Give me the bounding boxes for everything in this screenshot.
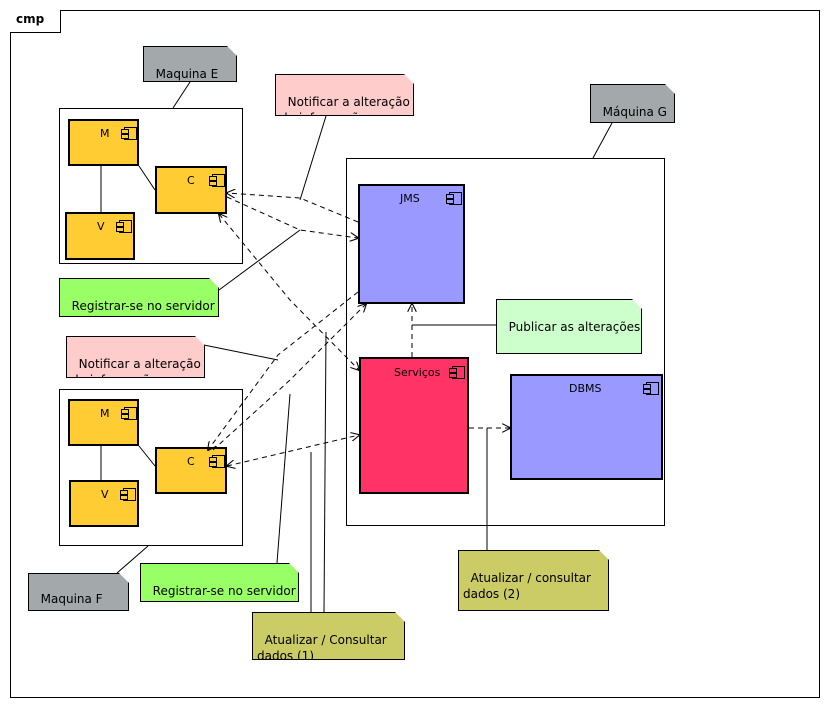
dep-jms-to-e-c: [227, 193, 359, 223]
machine-g-label[interactable]: Máquina G: [590, 84, 675, 123]
component-icon: [449, 366, 465, 379]
anchor-machine-f: [116, 545, 149, 574]
component-label: DBMS: [569, 382, 602, 395]
note-publicar[interactable]: Publicar as alterações: [496, 299, 642, 354]
machine-f-label[interactable]: Maquina F: [28, 573, 129, 611]
link-f-mc: [138, 445, 156, 467]
anchor-notificar-mid: [203, 344, 279, 361]
component-label: V: [101, 488, 109, 501]
component-icon: [121, 407, 137, 420]
component-f-m[interactable]: M: [68, 399, 139, 446]
anchor-registrar-top: [218, 229, 301, 291]
dep-e-c-to-servicos: [219, 214, 359, 370]
component-e-c[interactable]: C: [155, 166, 227, 214]
note-notificar-top[interactable]: Notificar a alteração de informações: [275, 74, 414, 116]
component-label: C: [187, 174, 195, 187]
component-label: Serviços: [394, 366, 441, 379]
component-e-m[interactable]: M: [68, 119, 139, 166]
anchor-machine-e: [172, 81, 191, 109]
component-icon: [446, 192, 462, 205]
link-e-mc: [138, 165, 156, 191]
note-atualizar-2[interactable]: Atualizar / consultar dados (2): [458, 550, 609, 611]
component-jms[interactable]: JMS: [358, 184, 465, 304]
dep-e-c-to-jms: [226, 196, 358, 238]
component-icon: [209, 174, 225, 187]
component-label: V: [97, 220, 105, 233]
component-icon: [121, 127, 137, 140]
note-registrar-bottom[interactable]: Registrar-se no servidor de mensagens: [140, 563, 299, 602]
anchor-registrar-bottom: [276, 393, 291, 564]
note-registrar-top[interactable]: Registrar-se no servidor de mensagens: [59, 278, 219, 317]
component-dbms[interactable]: DBMS: [510, 374, 663, 480]
note-text: Publicar as alterações: [508, 320, 641, 334]
note-notificar-mid[interactable]: Notificar a alteração de informações: [66, 336, 205, 378]
machine-f-text: Maquina F: [40, 592, 103, 606]
frame-tab-label: cmp: [16, 12, 45, 26]
note-text: Atualizar / Consultar dados (1): [257, 633, 387, 663]
diagram-frame: [10, 10, 820, 698]
machine-e-text: Maquina E: [155, 67, 219, 81]
machine-e-label[interactable]: Maquina E: [143, 46, 237, 82]
component-label: C: [187, 455, 195, 468]
anchor-machine-g: [592, 122, 613, 159]
dep-jms-to-f-c: [208, 291, 359, 450]
component-label: M: [100, 407, 110, 420]
component-icon: [209, 455, 225, 468]
frame-tab: cmp: [10, 10, 61, 33]
component-e-v[interactable]: V: [65, 212, 135, 260]
component-label: M: [100, 127, 110, 140]
dep-f-c-to-servicos: [227, 435, 359, 466]
component-icon: [120, 488, 136, 501]
note-atualizar-1[interactable]: Atualizar / Consultar dados (1): [252, 612, 405, 660]
dep-f-c-to-jms: [212, 304, 366, 451]
component-f-v[interactable]: V: [69, 480, 139, 527]
component-icon: [643, 382, 659, 395]
machine-g-text: Máquina G: [602, 105, 667, 119]
component-f-c[interactable]: C: [155, 447, 227, 494]
note-text: Atualizar / consultar dados (2): [463, 571, 591, 601]
component-label: JMS: [400, 192, 420, 205]
anchor-atualizar-1b: [323, 331, 327, 613]
component-icon: [116, 220, 132, 233]
component-servicos[interactable]: Serviços: [359, 357, 469, 494]
anchor-notificar-top: [299, 115, 327, 201]
